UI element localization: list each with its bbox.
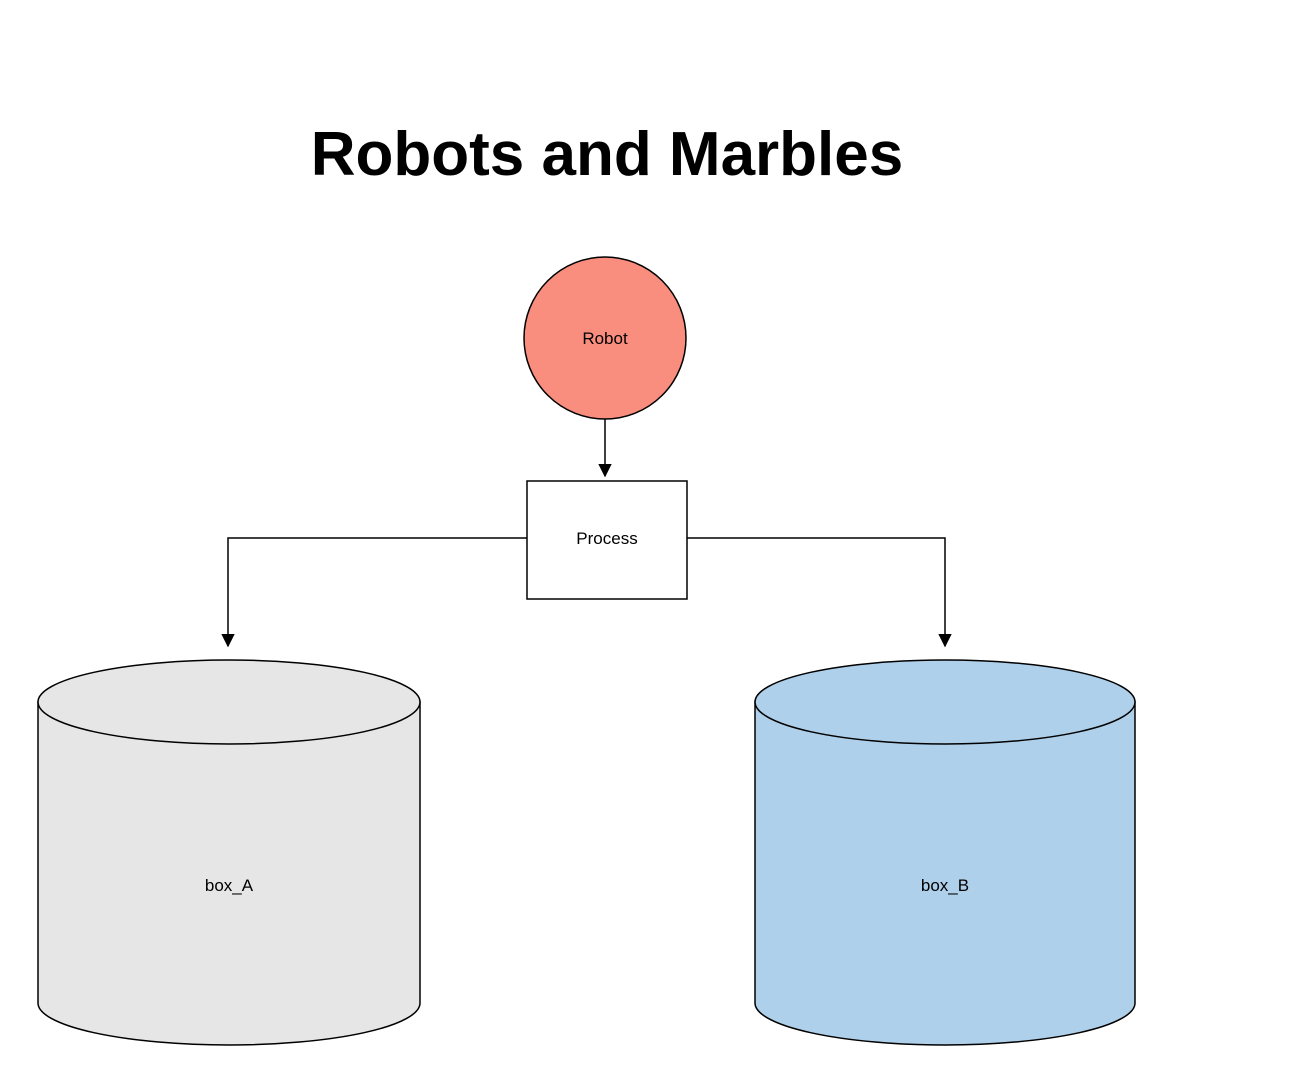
- robot-node: Robot: [523, 256, 687, 420]
- box-b-cylinder: box_B: [754, 659, 1136, 1046]
- box-b-top-shape: [754, 659, 1136, 745]
- process-to-box-b-connector: [687, 537, 952, 648]
- process-to-box-a-connector: [221, 537, 527, 648]
- box-a-body-shape: [37, 701, 421, 1046]
- robot-label: Robot: [582, 329, 628, 348]
- process-node: Process: [526, 480, 688, 600]
- process-label: Process: [576, 529, 637, 548]
- robot-circle-shape: [523, 256, 687, 420]
- box-a-label: box_A: [205, 876, 254, 895]
- box-a-cylinder: box_A: [37, 659, 421, 1046]
- diagram-title: Robots and Marbles: [311, 120, 904, 189]
- box-a-top-shape: [37, 659, 421, 745]
- box-b-label: box_B: [921, 876, 969, 895]
- process-rect-shape: [526, 480, 688, 600]
- box-b-body-shape: [754, 701, 1136, 1046]
